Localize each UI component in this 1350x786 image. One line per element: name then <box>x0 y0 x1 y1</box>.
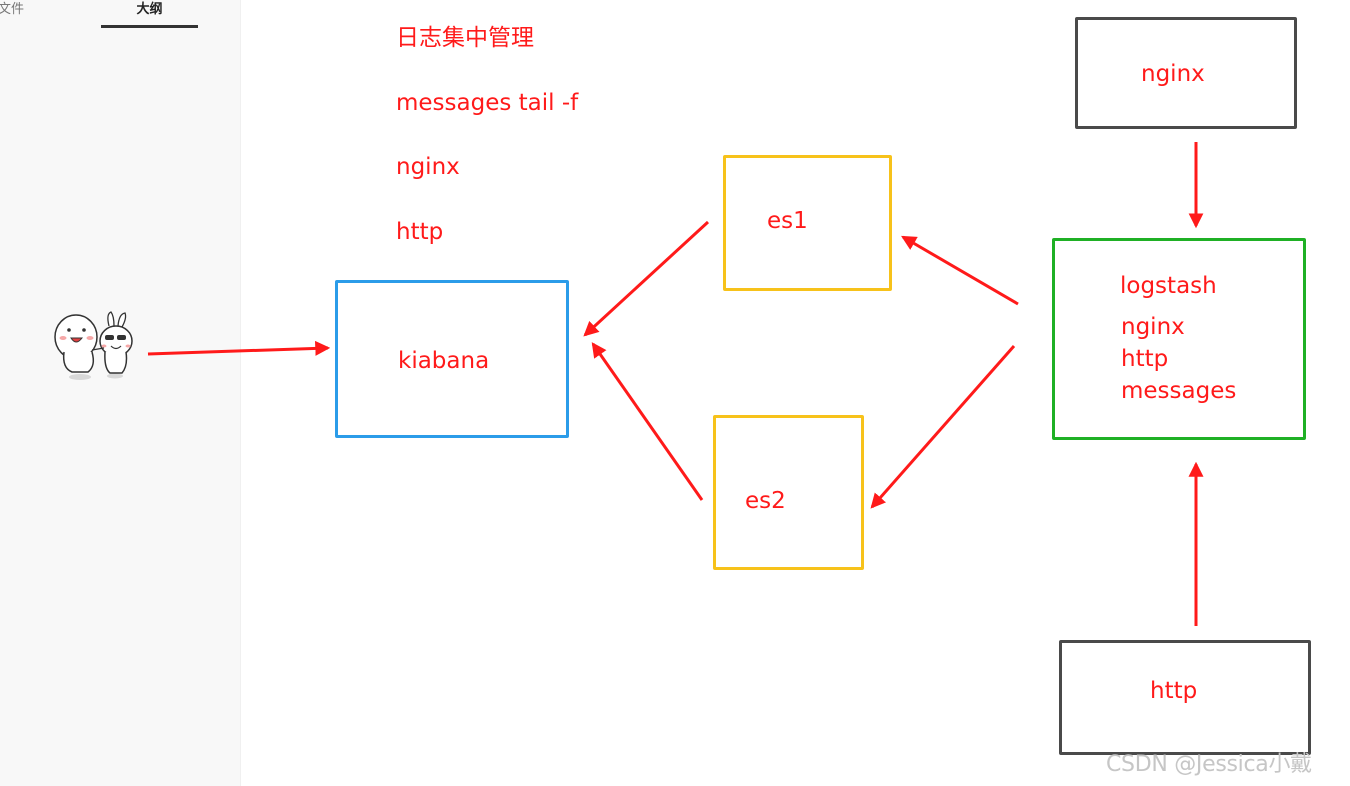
es1-box <box>723 155 892 291</box>
logstash-label-title: logstash <box>1120 273 1217 299</box>
tab-file[interactable]: 文件 <box>0 2 25 17</box>
note-title: 日志集中管理 <box>396 25 534 51</box>
arrow-es2-to-kibana <box>591 342 704 501</box>
arrow-logstash-to-es2 <box>870 345 1016 509</box>
es1-label: es1 <box>767 208 808 234</box>
notes: 日志集中管理 messages tail -f nginx http <box>396 22 578 280</box>
logstash-label-inputs: nginx http messages <box>1121 311 1236 407</box>
nginx-label: nginx <box>1141 61 1205 87</box>
logstash-input-messages: messages <box>1121 378 1237 404</box>
nginx-box <box>1075 17 1297 129</box>
note-nginx: nginx <box>396 154 460 180</box>
logstash-input-nginx: nginx <box>1121 314 1185 340</box>
arrow-es1-to-kibana <box>583 220 710 337</box>
cartoon-characters-icon <box>54 311 133 380</box>
note-http: http <box>396 218 444 245</box>
es2-box <box>713 415 864 570</box>
note-messages: messages tail -f <box>396 89 579 116</box>
http-label: http <box>1150 678 1198 704</box>
kibana-box <box>335 280 569 438</box>
http-box <box>1059 640 1311 755</box>
tab-outline[interactable]: 大纲 <box>101 0 198 28</box>
logstash-input-http: http <box>1121 346 1169 372</box>
logstash-box <box>1052 238 1306 440</box>
sidebar: 文件 大纲 <box>0 0 241 786</box>
es2-label: es2 <box>745 488 786 514</box>
watermark: CSDN @Jessica小戴 <box>1106 752 1312 777</box>
arrow-user-to-kibana <box>147 340 331 356</box>
arrow-logstash-to-es1 <box>901 235 1019 306</box>
kibana-label: kiabana <box>398 348 490 374</box>
